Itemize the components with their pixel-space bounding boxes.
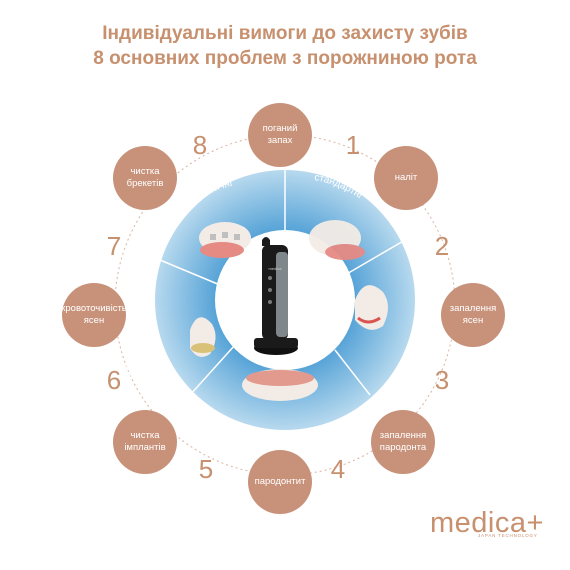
page-subtitle: 8 основних проблем з порожниною рота (93, 48, 477, 69)
problem-bubble-plaque: наліт (374, 146, 438, 210)
page-title: Індивідуальні вимоги до захисту зубів (102, 23, 468, 44)
problem-bubble-bleeding-gums: кровоточивість ясен (61, 283, 127, 347)
device-brand-label: medica (269, 266, 283, 271)
problem-number-7: 7 (106, 231, 122, 261)
problem-number-4: 4 (330, 454, 346, 484)
problem-number-8: 8 (192, 130, 208, 160)
brand-logo: medica+ (430, 507, 544, 539)
tooth-illustration-periodontal (355, 285, 388, 330)
problem-bubble-periodontitis: пародонтит (248, 450, 312, 514)
problem-bubble-periodontium-inflammation: запалення пародонта (371, 410, 435, 474)
problem-number-1: 1 (345, 130, 361, 160)
problem-bubble-braces-cleaning: чистка брекетів (113, 146, 177, 210)
denture-illustration (242, 369, 318, 401)
problem-bubble-bad-breath: поганий запах (248, 103, 312, 167)
tooth-illustration-standard (309, 220, 365, 260)
mode-label-plaque: зубний наліт (124, 320, 140, 382)
problem-bubble-implant-cleaning: чистка імплантів (113, 410, 177, 474)
brand-tagline: JAPAN TECHNOLOGY (478, 533, 538, 538)
tooth-illustration-plaque (190, 317, 216, 357)
problem-number-5: 5 (198, 454, 214, 484)
segment-dividers (159, 170, 406, 396)
problem-bubble-gum-inflammation: запалення ясен (441, 283, 505, 347)
problem-number-3: 3 (434, 365, 450, 395)
water-flosser-device: medica (254, 237, 298, 355)
problem-number-6: 6 (106, 365, 122, 395)
braces-illustration (199, 222, 251, 258)
problem-number-2: 2 (434, 231, 450, 261)
